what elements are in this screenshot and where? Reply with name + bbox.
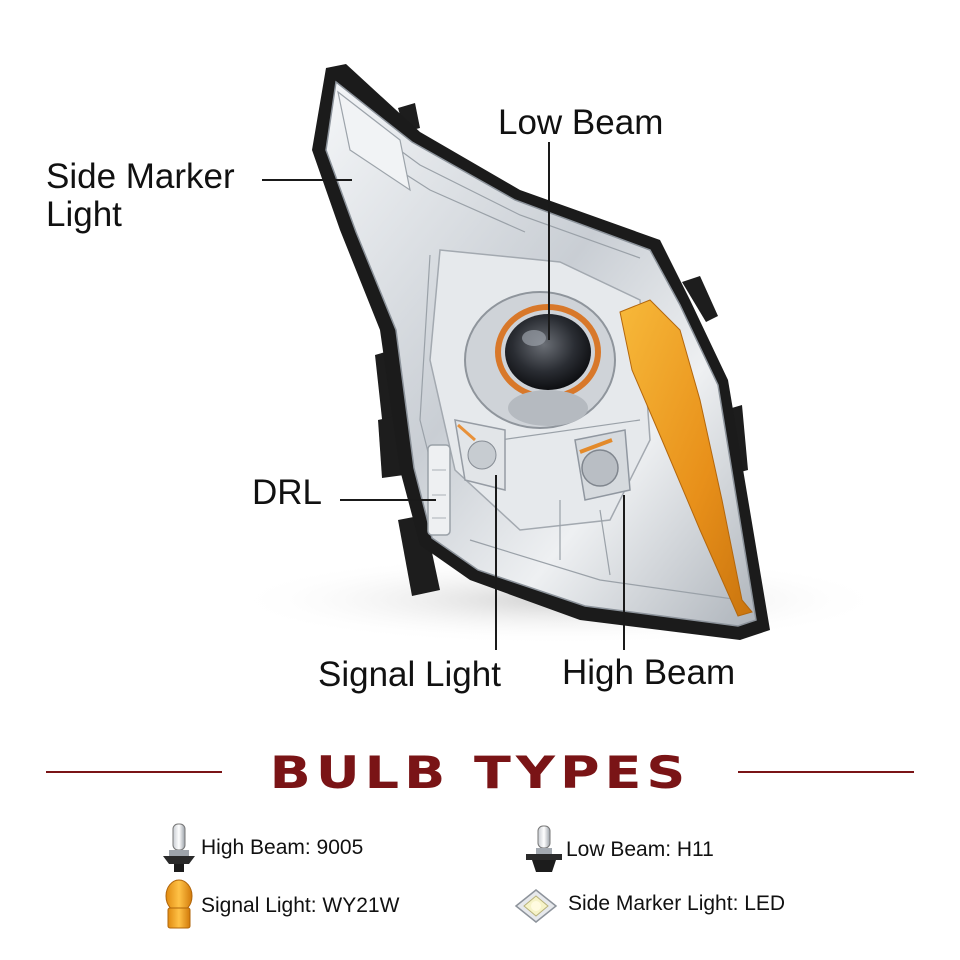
amber-wedge-bulb-icon	[165, 879, 193, 929]
title-rule-left	[46, 771, 222, 773]
drl-label: DRL	[252, 473, 323, 512]
halogen-h11-bulb-icon	[526, 825, 562, 872]
low-beam-label: Low Beam	[498, 103, 664, 142]
signal-light-reflector	[454, 419, 506, 491]
bulb-types-header: BULB TYPES	[0, 738, 960, 808]
high-beam-reflector	[574, 429, 631, 501]
drl-strip	[427, 444, 451, 536]
side-marker-strip	[337, 90, 411, 192]
projector-low-beam	[464, 291, 616, 429]
high-beam-label: High Beam	[562, 653, 736, 692]
bulb-types-title: BULB TYPES	[269, 746, 691, 799]
led-chip-icon	[514, 889, 558, 923]
bulb-item-low-beam-text: Low Beam: H11	[566, 838, 714, 861]
bulb-item-high-beam-text: High Beam: 9005	[201, 836, 364, 859]
amber-side-reflector	[619, 299, 753, 617]
side-marker-light-label: Side Marker Light	[46, 157, 235, 234]
signal-light-label: Signal Light	[318, 655, 501, 694]
bulb-item-signal-light-text: Signal Light: WY21W	[201, 894, 400, 917]
bulb-item-side-marker-text: Side Marker Light: LED	[568, 892, 786, 915]
callout-leader-lines	[262, 142, 625, 650]
halogen-9005-bulb-icon	[163, 823, 195, 872]
title-rule-right	[738, 771, 914, 773]
